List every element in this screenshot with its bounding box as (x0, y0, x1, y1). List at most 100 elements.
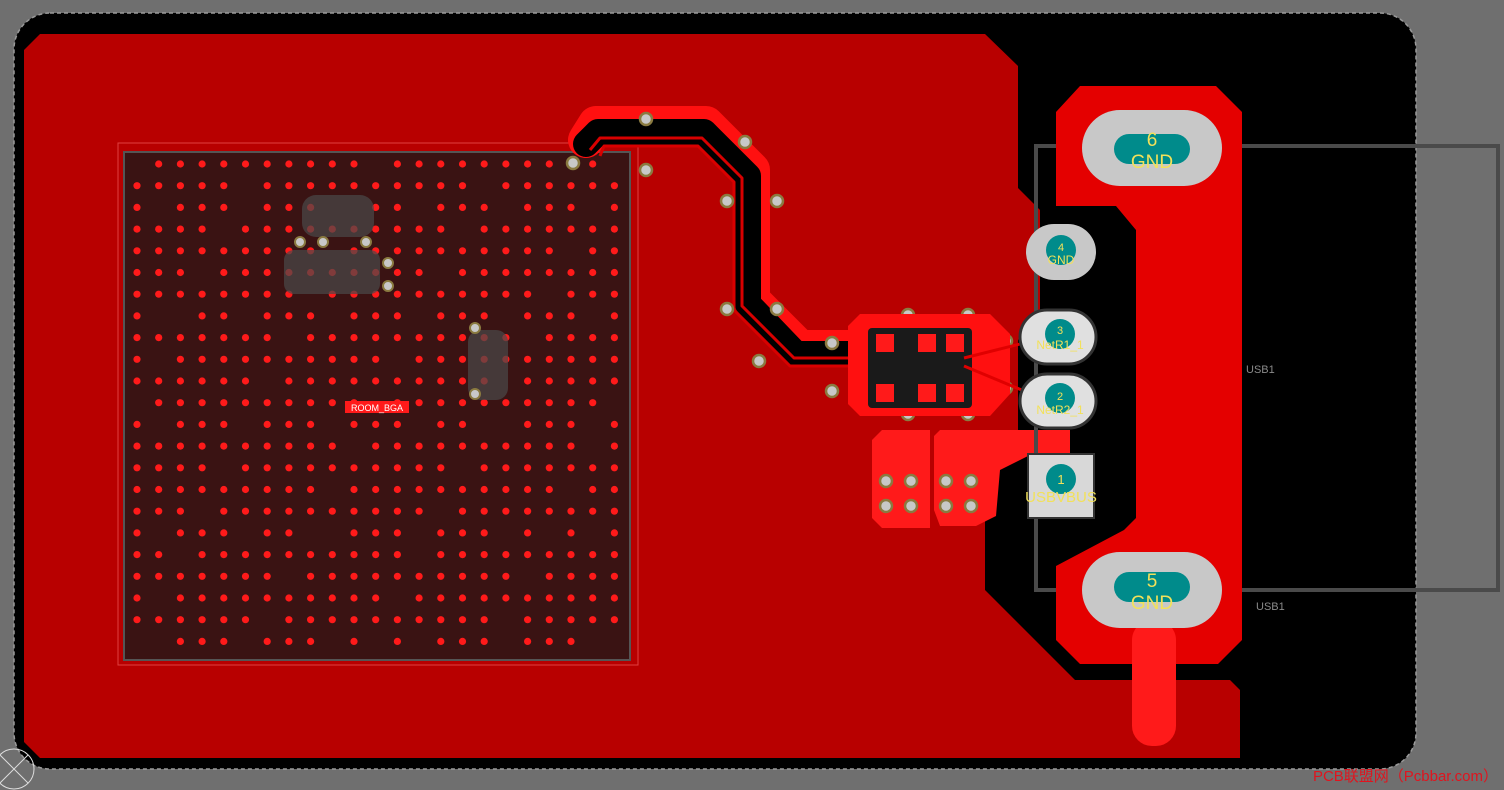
bga-ball (589, 464, 597, 472)
bga-ball (610, 182, 619, 190)
room-label: ROOM_BGA (351, 403, 403, 413)
bga-ball (133, 268, 141, 277)
bga-ball (524, 637, 532, 646)
bga-ball (524, 420, 532, 428)
bga-ball (393, 268, 401, 277)
bga-ball (610, 420, 619, 428)
bga-ball (545, 572, 553, 580)
vbus-vias (878, 473, 979, 514)
bga-ball (437, 594, 445, 602)
bga-ball (285, 551, 293, 559)
bga-ball (502, 594, 510, 602)
bga-ball (545, 334, 553, 342)
bga-ball (545, 377, 553, 385)
bga-ball (220, 507, 228, 515)
bga-ball (350, 312, 358, 320)
bga-ball (480, 247, 488, 255)
bga-ball (328, 160, 336, 168)
bga-ball (241, 442, 250, 450)
ghost-components (284, 195, 508, 400)
bga-ball (241, 594, 250, 602)
bga-ball (458, 507, 467, 515)
bga-ball (567, 399, 575, 407)
bga-ball (393, 225, 401, 233)
bga-ball (437, 290, 445, 298)
bga-ball (589, 334, 597, 342)
bga-ball (437, 464, 445, 472)
bga-ball (458, 594, 467, 602)
bga-ball (415, 507, 423, 515)
bga-ball (176, 420, 184, 428)
bga-ball (567, 551, 575, 559)
bga-ball (220, 268, 228, 277)
bga-ball (610, 594, 619, 602)
bga-ball (155, 572, 163, 580)
bga-ball (263, 485, 271, 494)
bga-ball (524, 507, 532, 515)
bga-ball (133, 442, 141, 450)
bga-ball (241, 551, 250, 559)
bga-ball (176, 247, 184, 255)
bga-ball (350, 464, 358, 472)
bga-ball (155, 334, 163, 342)
bga-ball (263, 529, 271, 537)
bga-ball (198, 442, 206, 450)
bga-ball (589, 247, 597, 255)
bga-ball (263, 160, 271, 168)
bga-ball (133, 485, 141, 494)
bga-ball (437, 377, 445, 385)
bga-ball (328, 377, 336, 385)
bga-ball (220, 485, 228, 494)
bga-ball (437, 399, 445, 407)
bga-ball (241, 485, 250, 494)
bga-ball (307, 507, 315, 515)
bga-ball (328, 507, 336, 515)
usb-pad-4[interactable]: 4 GND (1026, 224, 1096, 280)
bga-ball (589, 225, 597, 233)
bga-ball (285, 637, 293, 646)
bga-ball (393, 290, 401, 298)
usb-pad-3[interactable]: 3 NetR1_1 (1018, 308, 1098, 366)
bga-ball (502, 551, 510, 559)
usb-pad-1[interactable]: 1 USBVBUS (1025, 453, 1097, 519)
bga-ball (437, 616, 445, 624)
bga-ball (220, 420, 228, 428)
bga-ball (263, 203, 271, 211)
bga-ball (198, 594, 206, 602)
bga-ball (155, 225, 163, 233)
bga-ball (198, 399, 206, 407)
bga-ball (372, 464, 380, 472)
bga-ball (393, 420, 401, 428)
bga-ball (176, 225, 184, 233)
bga-ball (458, 160, 467, 168)
bga-ball (372, 420, 380, 428)
usb-pad-3-number: 3 (1057, 325, 1063, 337)
usb-pad-6[interactable]: 6 GND (1082, 110, 1222, 186)
bga-ball (285, 225, 293, 233)
bga-ball (198, 420, 206, 428)
usb-pad-5[interactable]: 5 GND (1082, 552, 1222, 628)
bga-ball (307, 572, 315, 580)
bga-ball (285, 594, 293, 602)
bga-ball (480, 485, 488, 494)
bga-ball (437, 551, 445, 559)
bga-ball (133, 377, 141, 385)
bga-ball (524, 225, 532, 233)
bga-ball (415, 268, 423, 277)
bga-ball (545, 616, 553, 624)
bga-ball (328, 399, 336, 407)
bga-ball (610, 442, 619, 450)
diff-pair-clearance (573, 119, 869, 367)
bga-ball (372, 594, 380, 602)
bga-ball (589, 572, 597, 580)
bga-ball (307, 464, 315, 472)
bga-ball (545, 160, 553, 168)
usb-pad-5-net: GND (1131, 593, 1173, 614)
usb-pad-2[interactable]: 2 NetR2_1 (1018, 372, 1098, 430)
bga-ball (437, 355, 445, 363)
bga-ball (393, 507, 401, 515)
usb-pad-2-net: NetR2_1 (1036, 403, 1084, 417)
bga-ball (480, 637, 488, 646)
bga-ball (545, 464, 553, 472)
bga-ball (133, 225, 141, 233)
